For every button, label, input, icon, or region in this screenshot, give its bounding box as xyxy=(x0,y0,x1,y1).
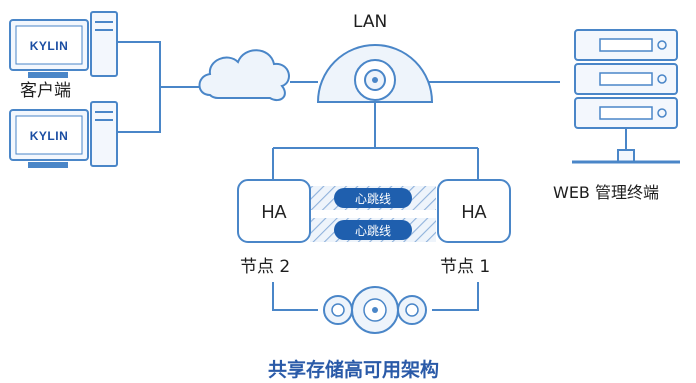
heartbeat-label: 心跳线 xyxy=(355,224,391,238)
web-terminal-label: WEB 管理终端 xyxy=(553,183,659,202)
pc-tower xyxy=(90,101,118,167)
node2-label: 节点 2 xyxy=(240,257,291,277)
node1-label: 节点 1 xyxy=(440,257,491,277)
node1-storage-line xyxy=(432,282,479,311)
client-computer-1: KYLIN xyxy=(9,11,118,78)
cloud-icon xyxy=(198,49,290,102)
heartbeat-label: 心跳线 xyxy=(355,192,391,206)
shared-storage-icon xyxy=(323,286,427,334)
lan-hub-icon xyxy=(316,44,434,103)
kylin-logo: KYLIN xyxy=(30,39,69,53)
connection-lines xyxy=(118,41,560,311)
client-link-line xyxy=(118,41,161,133)
node2-storage-line xyxy=(272,282,318,311)
lan-label: LAN xyxy=(353,12,388,32)
client-computer-2: KYLIN xyxy=(9,101,118,168)
heartbeat-badge-1: 心跳线 xyxy=(334,188,412,208)
ha-node-1: HA xyxy=(437,179,511,243)
server-rack-icon xyxy=(572,29,680,164)
ha-label: HA xyxy=(461,202,486,222)
screen xyxy=(15,115,83,155)
heartbeat-badge-2: 心跳线 xyxy=(334,220,412,240)
client-label: 客户端 xyxy=(20,81,71,101)
ha-label: HA xyxy=(261,202,286,222)
ha-node-2: HA xyxy=(237,179,311,243)
pc-tower xyxy=(90,11,118,77)
diagram-title: 共享存储高可用架构 xyxy=(268,359,440,381)
screen xyxy=(15,25,83,65)
kylin-logo: KYLIN xyxy=(30,129,69,143)
